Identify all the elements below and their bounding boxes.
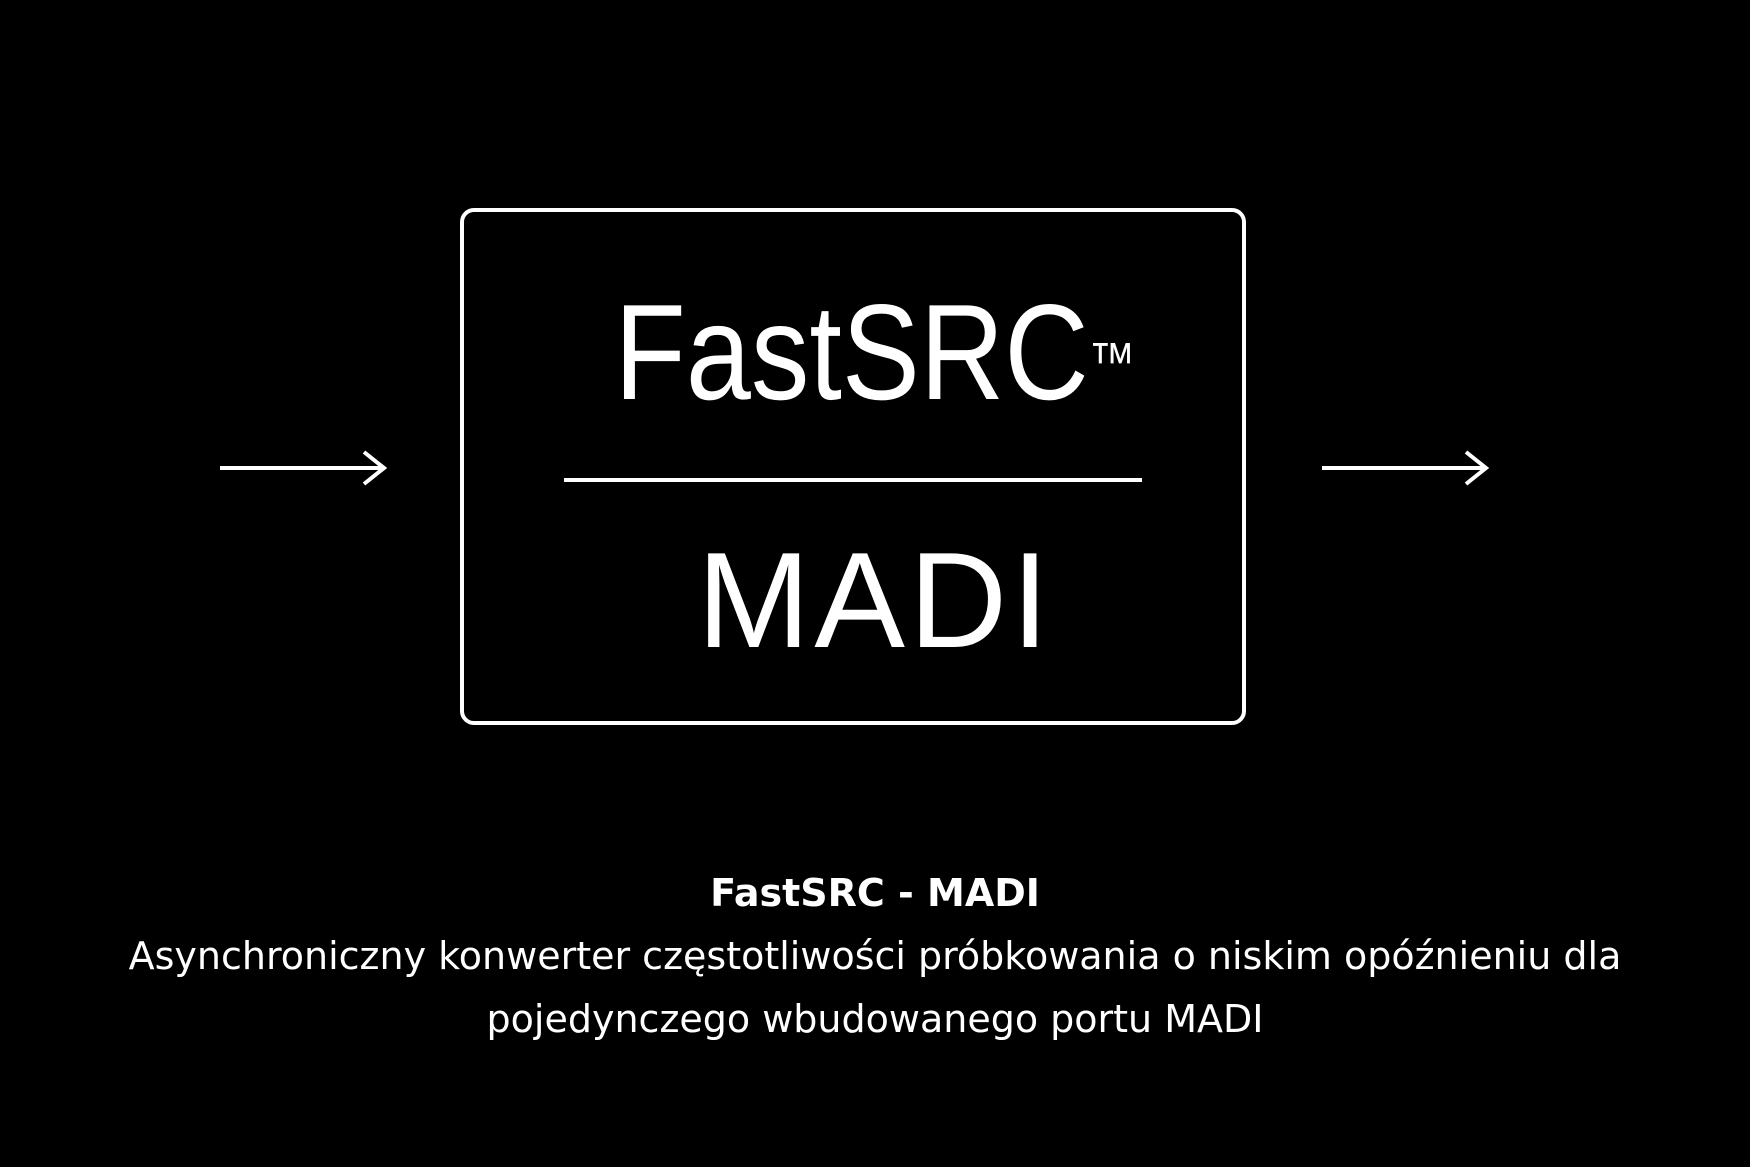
output-arrow-icon [1322,450,1490,486]
caption-line-2: pojedynczego wbudowanego portu MADI [486,997,1264,1041]
trademark-symbol: ™ [1088,332,1136,392]
block-title: FastSRC™ [0,282,1750,422]
fastsrc-block [460,208,1246,725]
block-divider [564,478,1142,482]
caption-title: FastSRC - MADI [710,871,1040,915]
block-title-text: FastSRC [614,276,1089,428]
caption-line-1: Asynchroniczny konwerter częstotliwości … [128,934,1622,978]
block-subtitle: MADI [697,524,1053,676]
caption: FastSRC - MADI Asynchroniczny konwerter … [0,862,1750,1051]
input-arrow-icon [220,450,388,486]
